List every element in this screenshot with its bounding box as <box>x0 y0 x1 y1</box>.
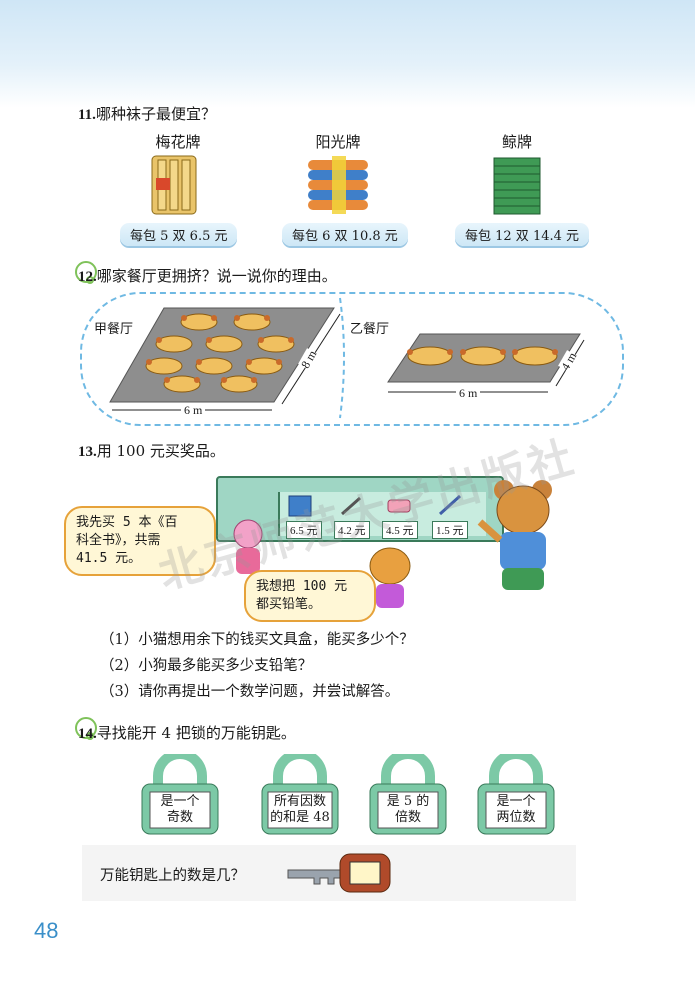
lock-4-label: 是一个 两位数 <box>486 794 546 826</box>
shelf-price-encyclopedia: 6.5 元 <box>286 521 322 539</box>
cat-speech-line-1: 我先买 5 本《百 <box>76 515 178 530</box>
padlock-icon <box>261 754 339 835</box>
master-key-icon <box>287 853 391 893</box>
q14-text: 寻找能开 4 把锁的万能钥匙。 <box>96 724 296 742</box>
page-number: 48 <box>34 918 59 943</box>
brand-label-jing: 鲸牌 <box>501 133 532 151</box>
padlock-icon <box>369 754 447 835</box>
brand-label-meihua: 梅花牌 <box>155 133 201 151</box>
lock-4-line-2: 两位数 <box>496 810 536 825</box>
restaurant-b-floor <box>387 333 585 393</box>
restaurant-a-label: 甲餐厅 <box>94 322 134 337</box>
price-tag-jing: 每包 12 双 14.4 元 <box>455 223 590 246</box>
padlock-icon <box>477 754 555 835</box>
cat-speech-line-3: 41.5 元。 <box>76 551 142 566</box>
brand-label-yangguang: 阳光牌 <box>315 133 361 151</box>
q13-subquestion-3: （3）请你再提出一个数学问题，并尝试解答。 <box>100 684 400 700</box>
q13-number: 13. <box>78 444 97 460</box>
q11-title: 11.哪种袜子最便宜？ <box>78 105 216 124</box>
q13-text: 用 100 元买奖品。 <box>96 442 225 460</box>
restaurant-a-width: 6 m <box>181 403 206 418</box>
cat-speech-line-2: 科全书》，共需 <box>76 533 161 548</box>
dog-character-icon <box>369 547 411 608</box>
q13-subquestion-1: （1）小猫想用余下的钱买文具盒，能买多少个？ <box>100 632 414 648</box>
q13-title: 13.用 100 元买奖品。 <box>78 442 225 461</box>
lock-1-line-1: 是一个 <box>160 794 200 809</box>
encyclopedia-icon <box>288 495 312 517</box>
top-header-band <box>0 0 695 108</box>
lock-3: 是 5 的 倍数 <box>368 754 448 836</box>
shelf-price-eraser: 4.5 元 <box>382 521 418 539</box>
lock-3-label: 是 5 的 倍数 <box>378 794 438 826</box>
frame-divider <box>339 297 345 419</box>
q14-title: 14.寻找能开 4 把锁的万能钥匙。 <box>78 724 296 743</box>
lock-2-line-1: 所有因数 <box>273 794 326 809</box>
lock-1-label: 是一个 奇数 <box>150 794 210 826</box>
shelf-price-pencil: 1.5 元 <box>432 521 468 539</box>
q11-text: 哪种袜子最便宜？ <box>95 105 216 123</box>
restaurant-b-width: 6 m <box>456 386 481 401</box>
cat-speech-bubble: 我先买 5 本《百 科全书》，共需 41.5 元。 <box>64 506 216 576</box>
pencil-icon <box>438 494 462 516</box>
dog-speech-line-2: 都买铅笔。 <box>256 597 322 612</box>
sock-pack-jing-icon <box>493 157 541 215</box>
sock-pack-meihua-icon <box>151 155 197 215</box>
q14-number: 14. <box>78 726 97 742</box>
lock-3-line-1: 是 5 的 <box>386 794 430 809</box>
restaurant-b-label: 乙餐厅 <box>350 322 390 337</box>
lock-2-line-2: 的和是 48 <box>270 810 330 825</box>
cat-character-icon <box>233 519 263 574</box>
pencil-case-icon <box>341 496 361 516</box>
lock-4: 是一个 两位数 <box>476 754 556 836</box>
eraser-icon <box>387 499 411 513</box>
q12-number: 12. <box>78 269 97 285</box>
dog-speech-bubble: 我想把 100 元 都买铅笔。 <box>244 570 376 622</box>
q13-subquestion-2: （2）小狗最多能买多少支铅笔？ <box>100 658 313 674</box>
challenge-mark-icon <box>75 717 97 740</box>
lock-2-label: 所有因数 的和是 48 <box>266 794 334 826</box>
key-question-text: 万能钥匙上的数是几？ <box>100 868 245 884</box>
padlock-icon <box>141 754 219 835</box>
price-tag-yangguang: 每包 6 双 10.8 元 <box>282 223 408 246</box>
lock-1-line-2: 奇数 <box>166 810 193 825</box>
challenge-mark-icon <box>75 261 97 284</box>
sock-pack-yangguang-icon <box>308 156 368 214</box>
lock-3-line-2: 倍数 <box>394 810 421 825</box>
shelf-price-pencil-case: 4.2 元 <box>334 521 370 539</box>
price-tag-meihua: 每包 5 双 6.5 元 <box>120 223 238 246</box>
lock-1: 是一个 奇数 <box>140 754 220 836</box>
q12-text: 哪家餐厅更拥挤？说一说你的理由。 <box>96 267 337 285</box>
lock-4-line-1: 是一个 <box>496 794 536 809</box>
q12-title: 12.哪家餐厅更拥挤？说一说你的理由。 <box>78 267 337 286</box>
lock-2: 所有因数 的和是 48 <box>260 754 340 836</box>
dog-speech-line-1: 我想把 100 元 <box>256 579 348 594</box>
q11-number: 11. <box>78 107 96 123</box>
bear-character-icon <box>477 480 552 590</box>
